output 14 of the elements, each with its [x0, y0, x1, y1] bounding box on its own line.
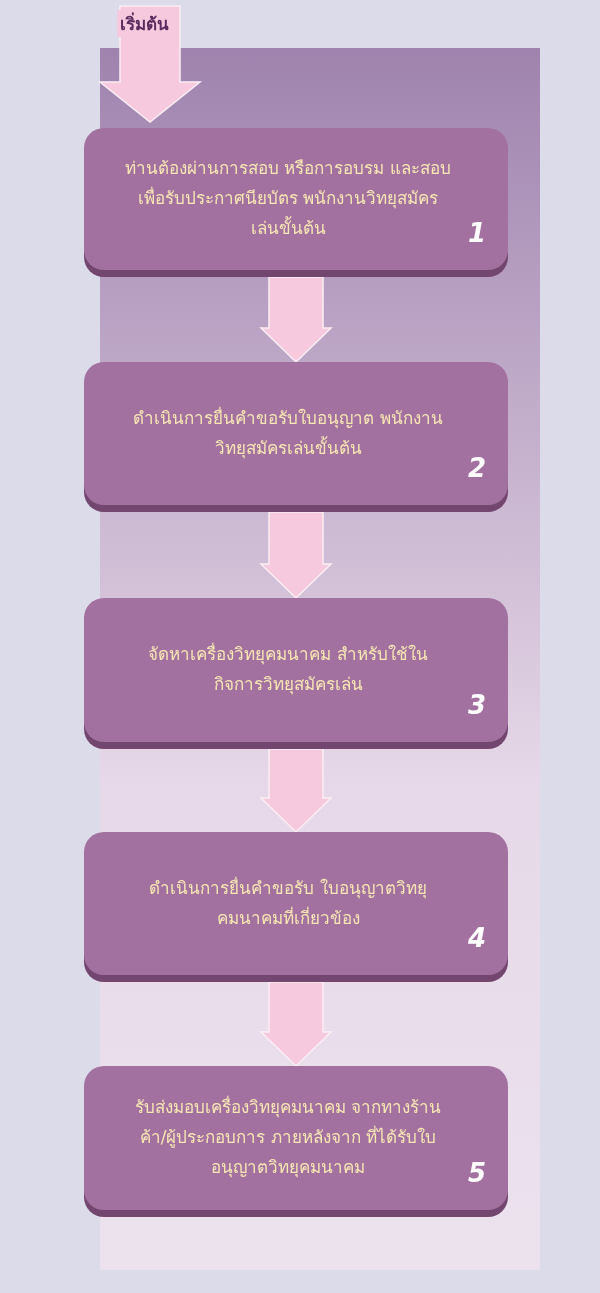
- step-text: ดำเนินการยื่นคำขอรับใบอนุญาต พนักงานวิทยุสมัครเล่นขั้นต้น: [132, 405, 444, 461]
- step-number: 2: [467, 453, 486, 483]
- step-text: รับส่งมอบเครื่องวิทยุคมนาคม จากทางร้านค้า/ผู้ประกอบการ ภายหลังจาก ที่ได้รับใบอนุญาตวิทยุคมนาคม: [133, 1094, 443, 1180]
- edge-label: เริ่มต้น: [117, 10, 172, 37]
- step-text: จัดหาเครื่องวิทยุคมนาคม สำหรับใช้ในกิจการวิทยุสมัครเล่น: [147, 641, 429, 697]
- step-number: 4: [467, 923, 486, 953]
- step-number: 1: [467, 218, 486, 248]
- step-text: ท่านต้องผ่านการสอบ หรือการอบรม และสอบเพื่อรับประกาศนียบัตร พนักงานวิทยุสมัครเล่นขั้นต้น: [124, 157, 452, 240]
- block-arrow: [259, 981, 333, 1068]
- block-arrow: [259, 748, 333, 834]
- step-number: 3: [467, 690, 486, 720]
- step-number: 5: [467, 1158, 486, 1188]
- step-text: ดำเนินการยื่นคำขอรับ ใบอนุญาตวิทยุคมนาคมที่เกี่ยวข้อง: [148, 875, 428, 930]
- block-arrow: [259, 511, 333, 600]
